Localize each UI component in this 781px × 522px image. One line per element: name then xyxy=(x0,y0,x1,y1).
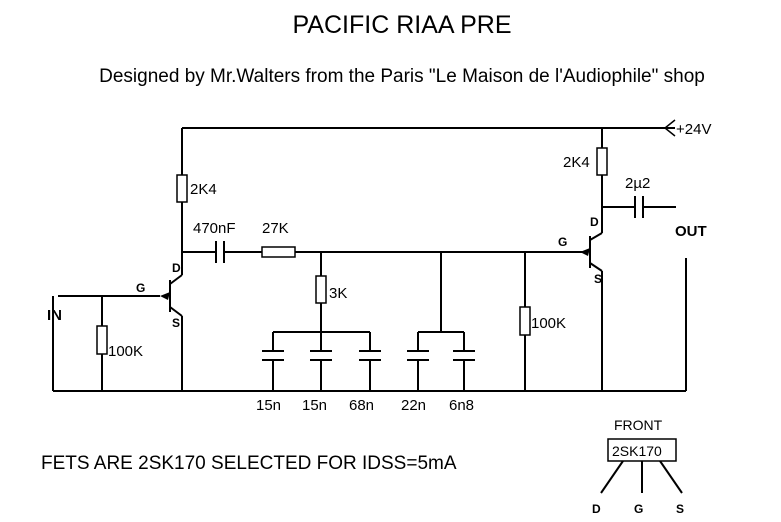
input: IN xyxy=(47,295,160,391)
resistor-r-in: 100K xyxy=(96,296,143,391)
fet2-d-pin: D xyxy=(590,215,599,229)
supply-label: +24V xyxy=(676,121,711,138)
fet-note: FETS ARE 2SK170 SELECTED FOR IDSS=5mA xyxy=(41,453,457,474)
package-front-label: FRONT xyxy=(614,417,663,433)
riaa-network-2 xyxy=(417,252,465,351)
page-title: PACIFIC RIAA PRE xyxy=(292,11,511,39)
resistor-r-gate2: 100K xyxy=(519,252,566,391)
output-label: OUT xyxy=(675,223,707,240)
capacitor-symbol xyxy=(453,350,475,391)
fet1-s-pin: S xyxy=(172,316,180,330)
input-label: IN xyxy=(47,307,62,324)
capacitor-symbol xyxy=(359,350,381,391)
cap-label: 15n xyxy=(302,397,327,414)
cap-labels: 15n 15n 68n 22n 6n8 xyxy=(256,397,474,414)
coupling-network: 470nF 27K xyxy=(182,220,586,263)
cap-label: 68n xyxy=(349,397,374,414)
package-pinout: FRONT 2SK170 D G S xyxy=(592,417,684,516)
riaa-network-1: 3K xyxy=(272,252,371,351)
package-pin-d: D xyxy=(592,502,601,516)
c-coupling-label: 470nF xyxy=(193,220,236,237)
capacitor-symbol xyxy=(407,350,429,391)
cap-label: 22n xyxy=(401,397,426,414)
cap-label: 6n8 xyxy=(449,397,474,414)
fet-2: 2K4 D G S xyxy=(558,128,608,391)
r-drain2-label: 2K4 xyxy=(563,154,590,171)
fet-1: 2K4 D G S xyxy=(136,128,217,391)
cap-label: 15n xyxy=(256,397,281,414)
r-in-label: 100K xyxy=(108,343,143,360)
package-part-label: 2SK170 xyxy=(612,443,662,459)
supply-rail: +24V xyxy=(182,119,711,138)
output-stage: 2µ2 OUT xyxy=(602,175,707,391)
riaa-capacitors xyxy=(262,350,475,391)
fet1-d-pin: D xyxy=(172,261,181,275)
fet2-s-pin: S xyxy=(594,272,602,286)
package-pin-g: G xyxy=(634,502,643,516)
fet1-g-pin: G xyxy=(136,281,145,295)
package-pin-s: S xyxy=(676,502,684,516)
r-series-label: 27K xyxy=(262,220,289,237)
r-gate2-label: 100K xyxy=(531,315,566,332)
capacitor-symbol xyxy=(310,350,332,391)
r-3k-label: 3K xyxy=(329,285,347,302)
c-out-label: 2µ2 xyxy=(625,175,650,192)
fet2-g-pin: G xyxy=(558,235,567,249)
subtitle: Designed by Mr.Walters from the Paris "L… xyxy=(99,66,705,87)
capacitor-symbol xyxy=(262,350,284,391)
r-drain1-label: 2K4 xyxy=(190,181,217,198)
